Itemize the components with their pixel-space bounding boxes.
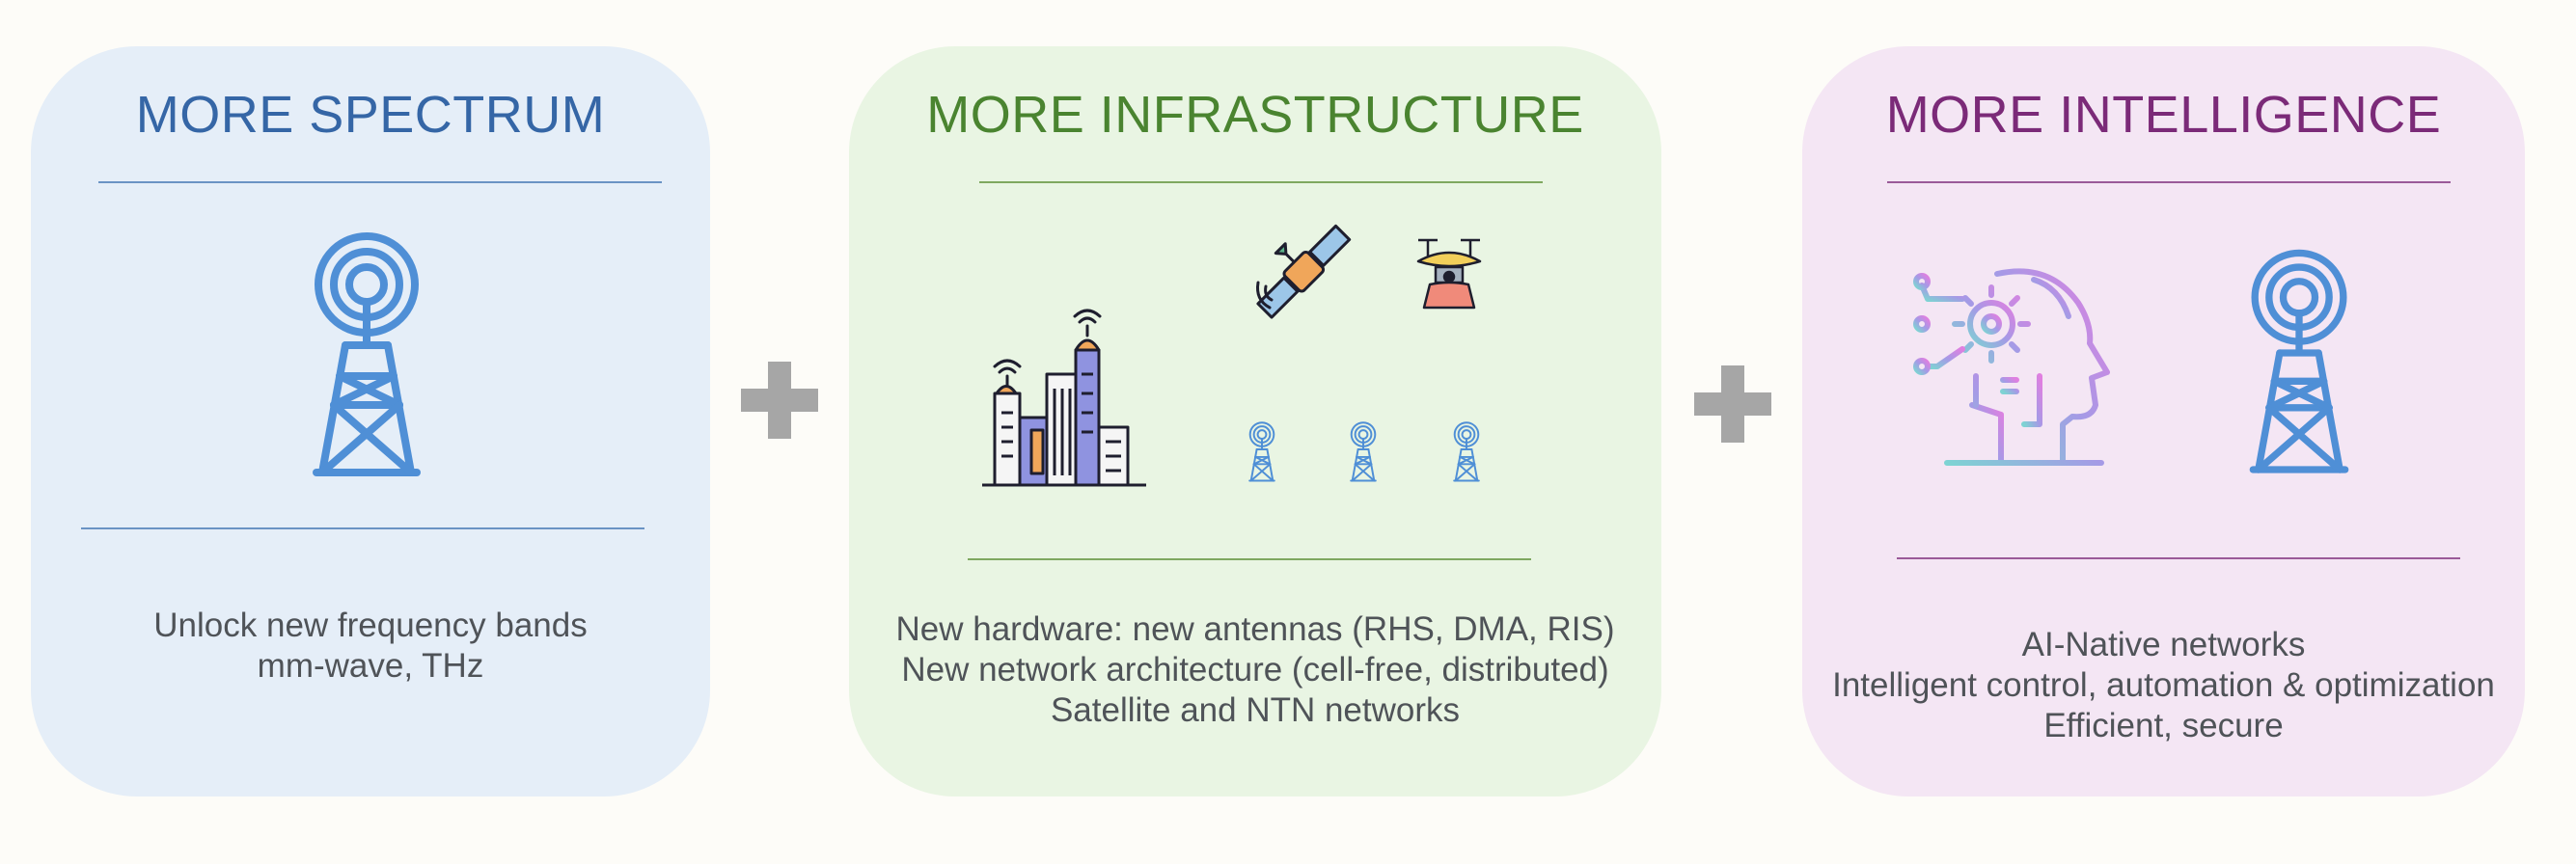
divider [1897,557,2460,559]
panel-description: AI-Native networks Intelligent control, … [1802,625,2525,746]
panel-infrastructure: MORE INFRASTRUCTURE [849,46,1661,796]
description-line: New hardware: new antennas (RHS, DMA, RI… [895,610,1615,648]
small-cell-tower-icon [1453,421,1480,482]
antenna-tower-icon [309,231,425,482]
description-line: Satellite and NTN networks [1050,691,1461,729]
plus-icon [1694,365,1771,443]
small-cell-tower-icon [1248,421,1275,482]
panel-spectrum: MORE SPECTRUM Unlock new frequency bands… [31,46,710,796]
panel-title: MORE SPECTRUM [135,86,606,144]
description-line: AI-Native networks [2021,626,2306,663]
divider [98,181,662,183]
divider [968,558,1531,560]
description-line: Efficient, secure [2043,707,2284,744]
panel-title: MORE INFRASTRUCTURE [926,86,1584,144]
description-line: Unlock new frequency bands [153,607,588,644]
description-line: mm-wave, THz [257,647,484,685]
plus-icon [741,362,818,439]
antenna-tower-icon [2246,242,2352,485]
divider [81,527,644,529]
city-buildings-icon [982,309,1146,487]
panel-title: MORE INTELLIGENCE [1885,86,2442,144]
small-cell-tower-icon [1350,421,1377,482]
divider [979,181,1543,183]
divider [1887,181,2451,183]
description-line: New network architecture (cell-free, dis… [901,651,1609,688]
panel-description: New hardware: new antennas (RHS, DMA, RI… [849,609,1661,731]
panel-intelligence: MORE INTELLIGENCE [1802,46,2525,796]
satellite-icon [1256,224,1352,319]
description-line: Intelligent control, automation & optimi… [1832,666,2495,704]
panel-description: Unlock new frequency bands mm-wave, THz [31,606,710,687]
ai-head-icon [1913,268,2110,466]
drone-icon [1416,238,1482,310]
